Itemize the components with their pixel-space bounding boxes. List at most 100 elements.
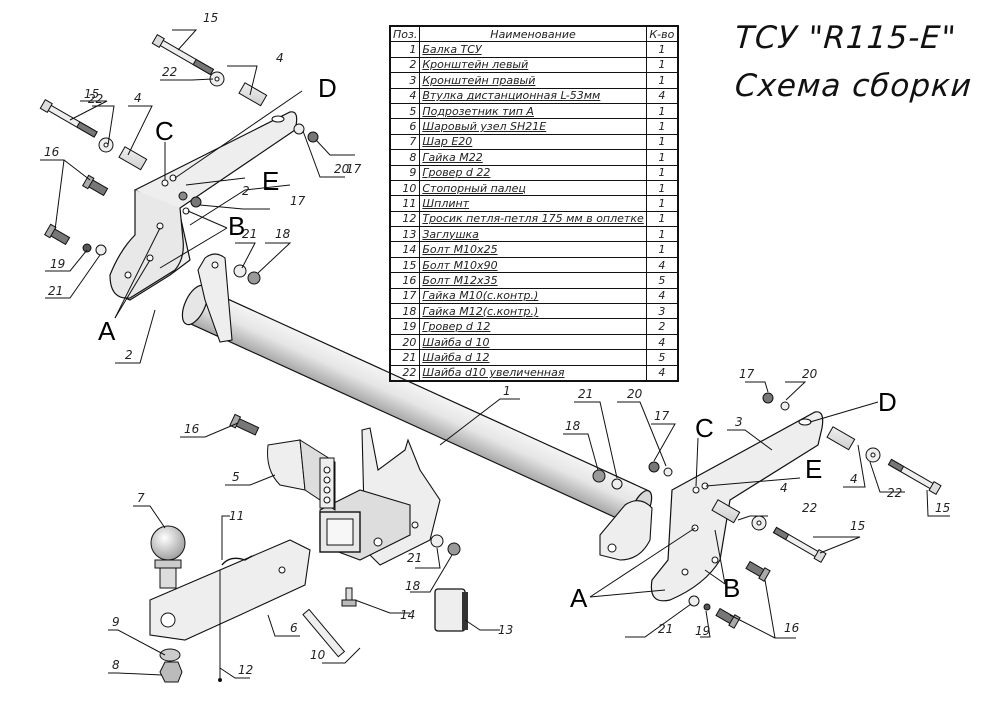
- cell-pos: 10: [389, 179, 421, 197]
- title-model: ТСУ "R115-E": [733, 20, 958, 56]
- cell-pos: 17: [389, 287, 421, 305]
- part-1-beam: [181, 253, 653, 561]
- cell-pos: 15: [389, 256, 421, 274]
- cell-name: Гайка M10(с.контр.): [419, 287, 647, 305]
- point-label-b: B: [228, 211, 245, 241]
- cell-qty: 4: [645, 364, 679, 382]
- point-label-c: C: [155, 116, 174, 146]
- callout: 21: [578, 387, 593, 401]
- cell-pos: 11: [389, 195, 421, 212]
- center-parts: [149, 413, 468, 683]
- cell-name: Болт M10x90: [419, 256, 647, 274]
- title-subtitle: Схема сборки: [733, 68, 974, 104]
- cell-name: Кронштейн правый: [419, 72, 647, 89]
- callout: 18: [565, 419, 581, 433]
- receiver-hitch: [319, 427, 441, 566]
- cell-name: Тросик петля-петля 175 мм в оплетке: [419, 210, 647, 228]
- callout: 16: [784, 621, 800, 635]
- cell-name: Шар E20: [419, 133, 647, 151]
- callout: 15: [203, 11, 218, 25]
- cell-qty: 1: [645, 133, 679, 151]
- part-2-left-bracket: [109, 111, 298, 301]
- point-label-e: E: [805, 454, 822, 484]
- callout: 12: [238, 663, 253, 677]
- callout: 17: [346, 162, 362, 176]
- cell-pos: 1: [389, 41, 421, 58]
- cell-pos: 4: [389, 87, 421, 104]
- cell-qty: 1: [645, 226, 679, 243]
- callout: 7: [137, 491, 145, 505]
- cell-name: Шплинт: [419, 195, 647, 212]
- callout: 5: [232, 470, 240, 484]
- callout: 3: [735, 415, 743, 429]
- cell-qty: 1: [645, 164, 679, 181]
- callout: 13: [498, 623, 513, 637]
- left-fasteners: [39, 33, 319, 285]
- cell-name: Болт M10x25: [419, 241, 647, 258]
- cell-pos: 19: [389, 318, 421, 335]
- callout: 21: [48, 284, 63, 298]
- cell-pos: 22: [389, 364, 421, 382]
- cell-name: Шайба d 12: [419, 349, 647, 366]
- header-qty: К-во: [645, 25, 679, 43]
- callout-numbers: 15 4 22 15 22 4 16 17 20 17 2 19 21 21 1…: [44, 11, 950, 677]
- cell-pos: 6: [389, 118, 421, 135]
- cell-pos: 14: [389, 241, 421, 258]
- cell-pos: 7: [389, 133, 421, 151]
- cell-name: Болт M12x35: [419, 272, 647, 289]
- callout: 16: [44, 145, 60, 159]
- cell-pos: 2: [389, 56, 421, 74]
- cell-qty: 4: [645, 287, 679, 305]
- cell-qty: 1: [645, 241, 679, 258]
- callout: 22: [802, 501, 817, 515]
- callout: 16: [184, 422, 200, 436]
- cell-qty: 5: [645, 272, 679, 289]
- callout: 17: [654, 409, 670, 423]
- cell-pos: 3: [389, 72, 421, 89]
- cell-name: Шайба d 10: [419, 333, 647, 351]
- callout: 20: [334, 162, 350, 176]
- cell-name: Гровер d 22: [419, 164, 647, 181]
- cell-qty: 4: [645, 87, 679, 104]
- point-label-d: D: [318, 73, 337, 103]
- callout: 21: [407, 551, 422, 565]
- callout: 20: [627, 387, 643, 401]
- parts-table-header: Поз. Наименование К-во: [389, 25, 679, 43]
- callout: 21: [242, 227, 257, 241]
- cell-name: Втулка дистанционная L-53мм: [419, 87, 647, 104]
- callout: 22: [88, 92, 103, 106]
- callout: 2: [242, 184, 250, 198]
- cell-name: Стопорный палец: [419, 179, 647, 197]
- callout: 22: [887, 486, 902, 500]
- cell-name: Шайба d10 увеличенная: [419, 364, 647, 382]
- callout: 18: [275, 227, 291, 241]
- callout: 19: [50, 257, 65, 271]
- point-label-d: D: [878, 387, 897, 417]
- cell-name: Гайка M12(с.контр.): [419, 303, 647, 320]
- cell-qty: 1: [645, 102, 679, 120]
- point-label-e: E: [262, 166, 279, 196]
- cell-qty: 1: [645, 195, 679, 212]
- callout: 17: [739, 367, 755, 381]
- cell-qty: 3: [645, 303, 679, 320]
- callout: 21: [658, 622, 673, 636]
- callout: 17: [290, 194, 306, 208]
- callout: 4: [276, 51, 284, 65]
- callout: 15: [84, 87, 99, 101]
- cell-qty: 2: [645, 318, 679, 335]
- callout: 1: [503, 384, 511, 398]
